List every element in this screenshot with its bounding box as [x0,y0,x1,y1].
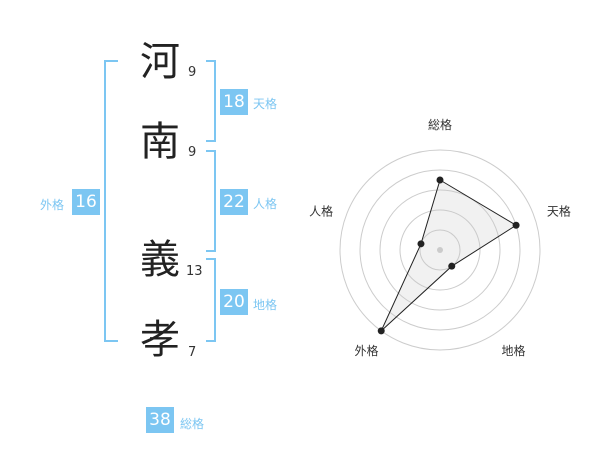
radar-axis-label-1: 総格 [428,117,452,132]
chikaku-label: 地格 [253,298,278,312]
name-char-3: 義 [140,237,180,283]
stroke-count-1: 9 [188,65,197,80]
jinkaku-label: 人格 [253,197,278,211]
tenkaku-bracket [206,60,216,142]
chikaku-value: 20 [220,289,248,315]
soukaku-label: 総格 [180,417,205,431]
name-char-4: 孝 [140,317,180,363]
radar-ring [399,209,481,291]
tenkaku-label: 天格 [253,97,278,111]
chikaku-bracket [206,258,216,342]
jinkaku-bracket [206,150,216,252]
stroke-count-2: 9 [188,145,197,160]
radar-point-1 [436,176,444,184]
name-char-1: 河 [140,39,180,85]
radar-axis-label-4: 外格 [354,343,378,358]
radar-ring [379,189,501,311]
radar-center [437,247,443,253]
radar-ring [339,149,541,351]
gaikaku-bracket [104,60,118,342]
radar-axis-label-2: 天格 [547,203,571,218]
gaikaku-label: 外格 [40,198,65,212]
radar-plot [377,176,520,335]
radar-point-4 [377,327,385,335]
radar-point-3 [448,262,456,270]
stroke-count-4: 7 [188,345,197,360]
radar-axis-label-5: 人格 [309,203,333,218]
stroke-count-3: 13 [186,264,203,279]
soukaku-value: 38 [146,407,174,433]
radar-point-5 [417,240,425,248]
radar-axis-label-3: 地格 [501,343,525,358]
jinkaku-value: 22 [220,189,248,215]
gaikaku-value: 16 [72,189,100,215]
radar-ring [419,229,461,271]
radar-polygon [380,179,518,332]
tenkaku-value: 18 [220,89,248,115]
radar-grid [339,149,541,351]
radar-ring [359,169,521,331]
radar-point-2 [512,221,520,229]
name-char-2: 南 [140,119,180,165]
